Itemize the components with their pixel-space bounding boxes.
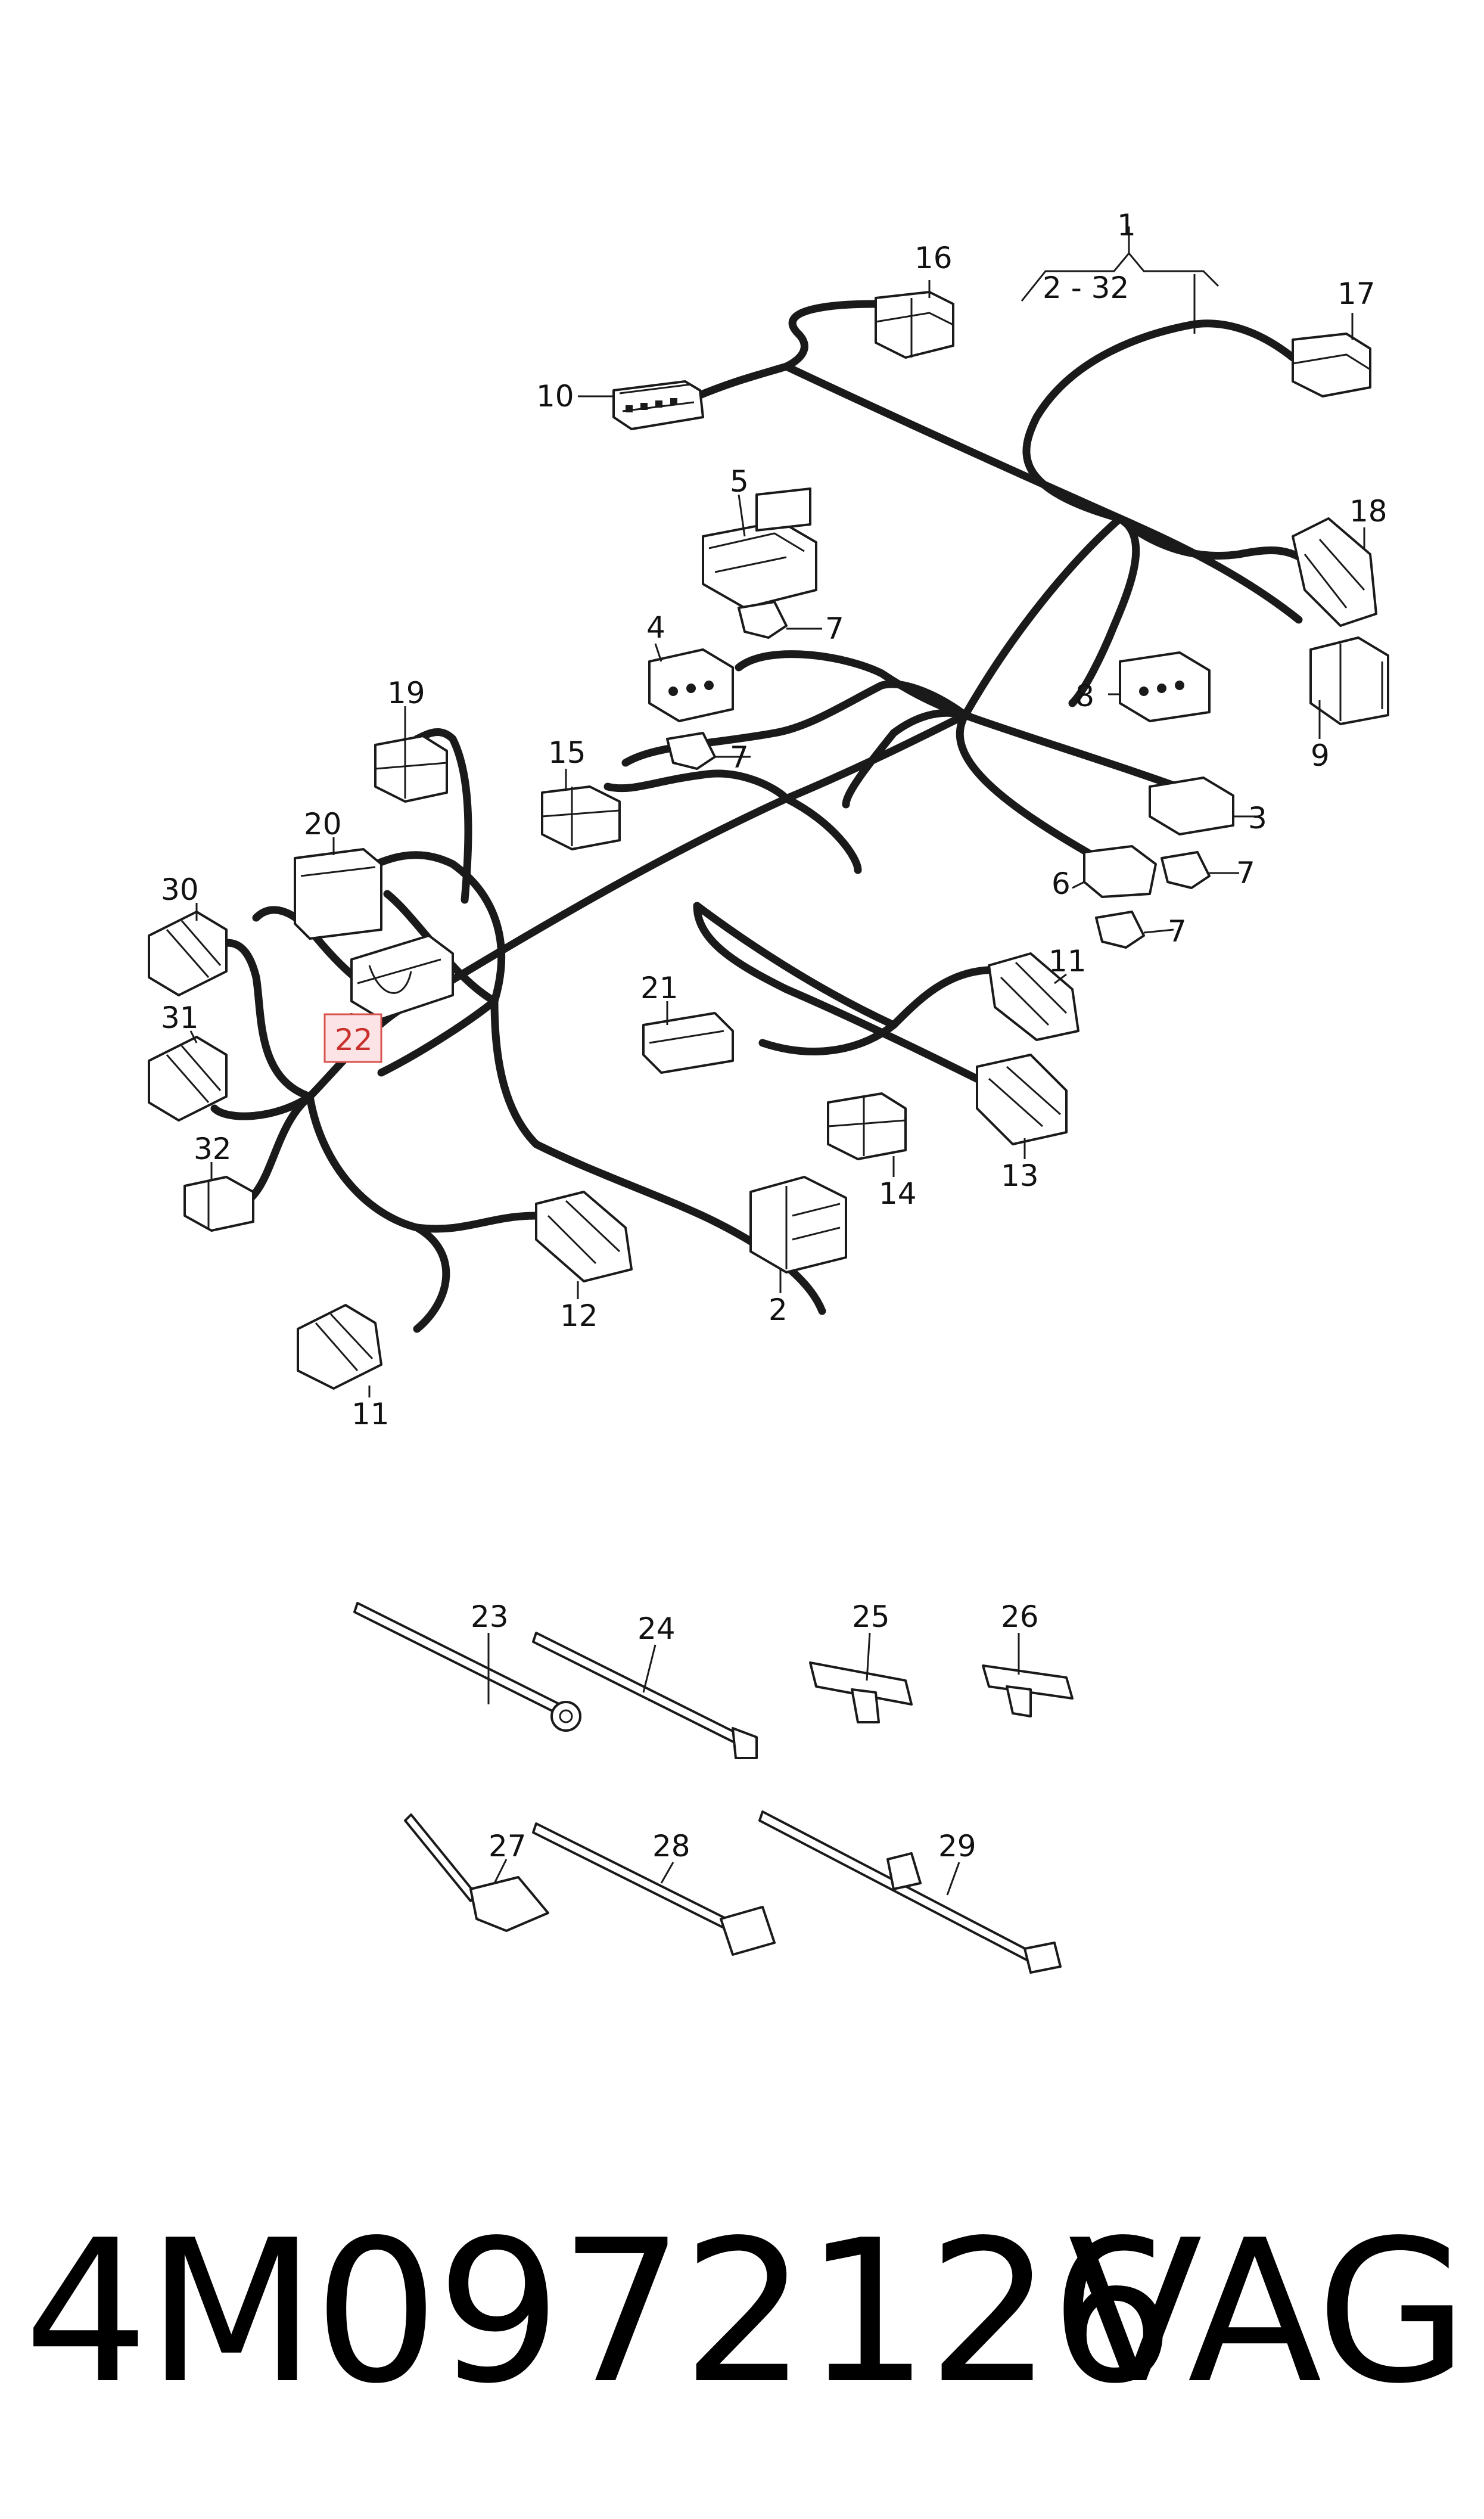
callout-22: 22 xyxy=(335,1023,373,1057)
harness-wires xyxy=(192,300,1309,1333)
callout-12: 12 xyxy=(560,1299,598,1333)
callout-17: 17 xyxy=(1337,277,1376,311)
cable-tie-23 xyxy=(353,1602,581,1732)
callout-19: 19 xyxy=(387,676,425,710)
connector-8 xyxy=(1119,651,1211,722)
callout-3: 3 xyxy=(1248,801,1267,835)
callout-11a: 11 xyxy=(1049,944,1087,979)
callout-16: 16 xyxy=(914,241,953,275)
cable-tie-24 xyxy=(532,1632,758,1759)
connector-2 xyxy=(749,1176,847,1274)
connector-12 xyxy=(535,1191,633,1282)
connector-6 xyxy=(1083,845,1157,898)
clip-7-c xyxy=(1161,851,1211,889)
callout-27: 27 xyxy=(489,1829,527,1863)
callout-23: 23 xyxy=(471,1599,509,1634)
assembly-range: 2 - 32 xyxy=(1043,271,1129,305)
assembly-number: 1 xyxy=(1117,208,1136,243)
callout-29: 29 xyxy=(938,1829,976,1863)
callout-24: 24 xyxy=(637,1611,676,1646)
connector-11-upper xyxy=(988,952,1079,1041)
connector-10 xyxy=(612,380,704,430)
callout-11b: 11 xyxy=(351,1397,390,1431)
footer: 4M0972126 VAG xyxy=(0,2193,1484,2431)
callout-28: 28 xyxy=(652,1829,690,1863)
callout-7a: 7 xyxy=(825,611,844,646)
holder-27 xyxy=(404,1813,549,1932)
callout-6: 6 xyxy=(1051,866,1071,901)
connector-18 xyxy=(1292,517,1377,627)
connector-14 xyxy=(827,1092,907,1160)
connector-16 xyxy=(875,291,954,359)
clip-7-d xyxy=(1095,911,1145,949)
connector-32 xyxy=(183,1176,254,1232)
callout-18: 18 xyxy=(1349,494,1387,529)
callout-20: 20 xyxy=(304,807,342,841)
connector-11-lower xyxy=(297,1304,382,1390)
cable-tie-28 xyxy=(532,1822,776,1956)
callout-13: 13 xyxy=(1001,1158,1039,1193)
callout-15: 15 xyxy=(548,735,586,770)
callout-30: 30 xyxy=(161,872,199,907)
connector-19 xyxy=(374,735,448,803)
callout-5: 5 xyxy=(730,464,749,499)
callout-7d: 7 xyxy=(1168,914,1187,949)
connector-22 xyxy=(350,934,454,1020)
callout-26: 26 xyxy=(1001,1599,1039,1634)
connector-13 xyxy=(976,1054,1068,1145)
callout-21: 21 xyxy=(640,971,679,1005)
callout-8: 8 xyxy=(1075,679,1094,713)
callout-32: 32 xyxy=(194,1132,232,1166)
callout-9: 9 xyxy=(1311,738,1330,773)
callout-25: 25 xyxy=(852,1599,890,1634)
highlight-22: 22 xyxy=(323,1013,382,1063)
brand-label: VAG xyxy=(1068,2198,1469,2427)
part-number: 4M0972126 xyxy=(24,2198,1175,2427)
cable-tie-29 xyxy=(758,1810,1062,1974)
connector-30 xyxy=(148,911,228,996)
callout-31: 31 xyxy=(161,1001,199,1035)
clip-25 xyxy=(809,1661,913,1723)
connector-17 xyxy=(1292,333,1371,397)
connector-5 xyxy=(702,487,817,609)
callout-4: 4 xyxy=(646,610,665,645)
leader-lines xyxy=(189,280,1365,1896)
clip-7-a xyxy=(738,601,788,639)
clip-26 xyxy=(982,1664,1074,1717)
connector-20 xyxy=(294,848,382,940)
connector-21 xyxy=(642,1012,734,1074)
assembly-bracket xyxy=(1021,226,1219,334)
connector-15 xyxy=(541,785,621,850)
callout-7c: 7 xyxy=(1236,856,1255,890)
connector-31 xyxy=(148,1036,228,1122)
callout-14: 14 xyxy=(879,1176,917,1211)
callout-2: 2 xyxy=(769,1293,788,1327)
connector-9 xyxy=(1309,636,1389,725)
connector-4 xyxy=(648,648,734,722)
callout-10: 10 xyxy=(536,379,574,414)
connector-3 xyxy=(1149,776,1234,835)
clip-7-b xyxy=(666,732,716,770)
callout-7b: 7 xyxy=(730,740,749,775)
